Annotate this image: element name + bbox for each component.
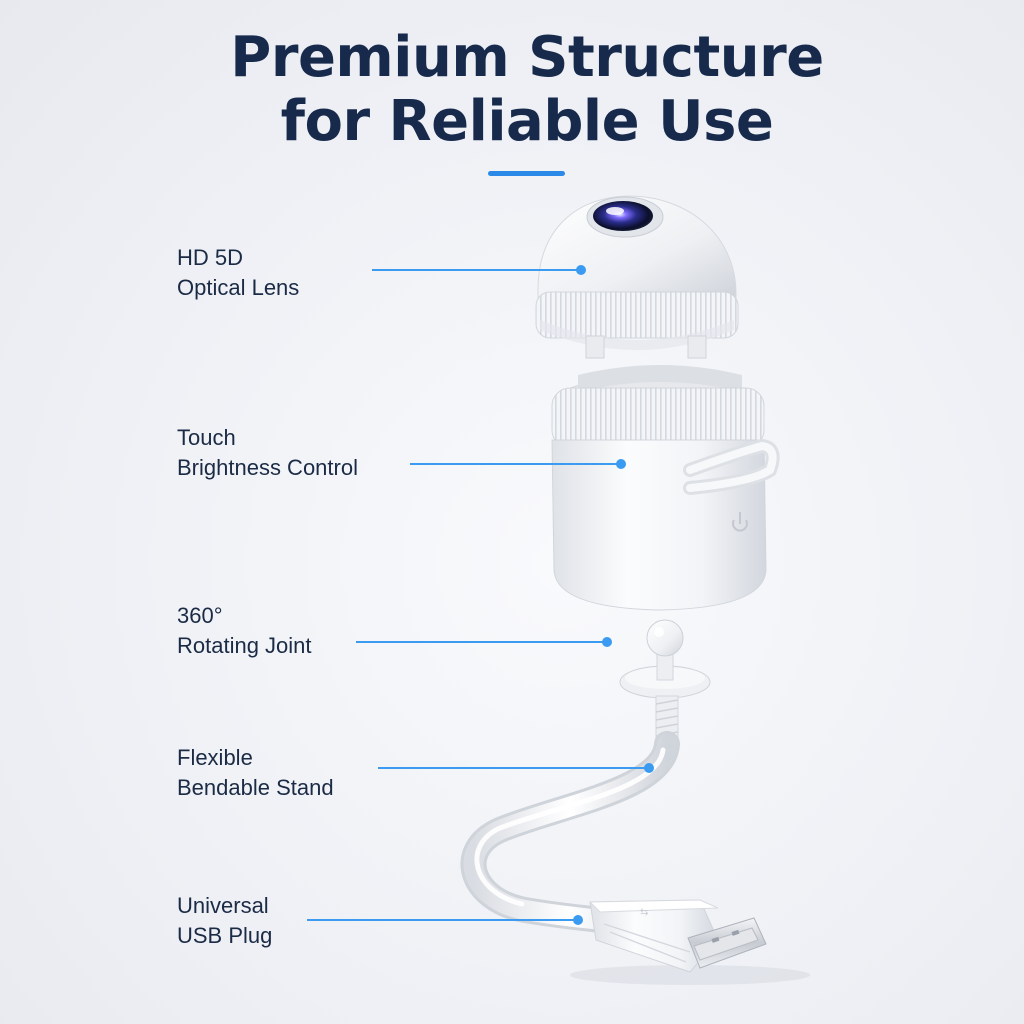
leader-line <box>410 463 618 465</box>
callout-line-2: Bendable Stand <box>177 775 334 800</box>
callout-line-2: USB Plug <box>177 923 273 948</box>
callout-line-2: Optical Lens <box>177 275 300 300</box>
leader-dot <box>576 265 586 275</box>
leader-dot <box>573 915 583 925</box>
page-title: Premium Structure for Reliable Use <box>0 26 1024 154</box>
title-line-2: for Reliable Use <box>280 89 774 154</box>
callout-optical-lens: HD 5D Optical Lens <box>177 243 299 303</box>
usb-plug-icon: ⇆ <box>570 899 810 985</box>
flexible-stand <box>460 731 680 933</box>
rotating-joint <box>619 619 711 747</box>
callout-line-2: Brightness Control <box>177 455 358 480</box>
leader-line <box>372 269 578 271</box>
callout-line-1: 360° <box>177 603 223 628</box>
leader-line <box>378 767 646 769</box>
callout-line-1: Universal <box>177 893 269 918</box>
callout-line-1: HD 5D <box>177 245 244 270</box>
leader-dot <box>644 763 654 773</box>
callout-usb-plug: Universal USB Plug <box>177 891 272 951</box>
callout-line-2: Rotating Joint <box>177 633 312 658</box>
camera-lens-icon <box>586 196 664 238</box>
lens-head <box>535 195 739 359</box>
callout-line-1: Touch <box>177 425 236 450</box>
power-touch-icon <box>732 512 748 532</box>
touch-body <box>551 365 780 611</box>
callout-line-1: Flexible <box>177 745 253 770</box>
callout-bendable-stand: Flexible Bendable Stand <box>177 743 334 803</box>
title-line-1: Premium Structure <box>230 25 824 90</box>
leader-dot <box>616 459 626 469</box>
leader-line <box>307 919 575 921</box>
callout-brightness-control: Touch Brightness Control <box>177 423 358 483</box>
title-underline <box>488 171 565 176</box>
leader-line <box>356 641 604 643</box>
callout-rotating-joint: 360° Rotating Joint <box>177 601 312 661</box>
leader-dot <box>602 637 612 647</box>
svg-text:⇆: ⇆ <box>640 907 648 918</box>
